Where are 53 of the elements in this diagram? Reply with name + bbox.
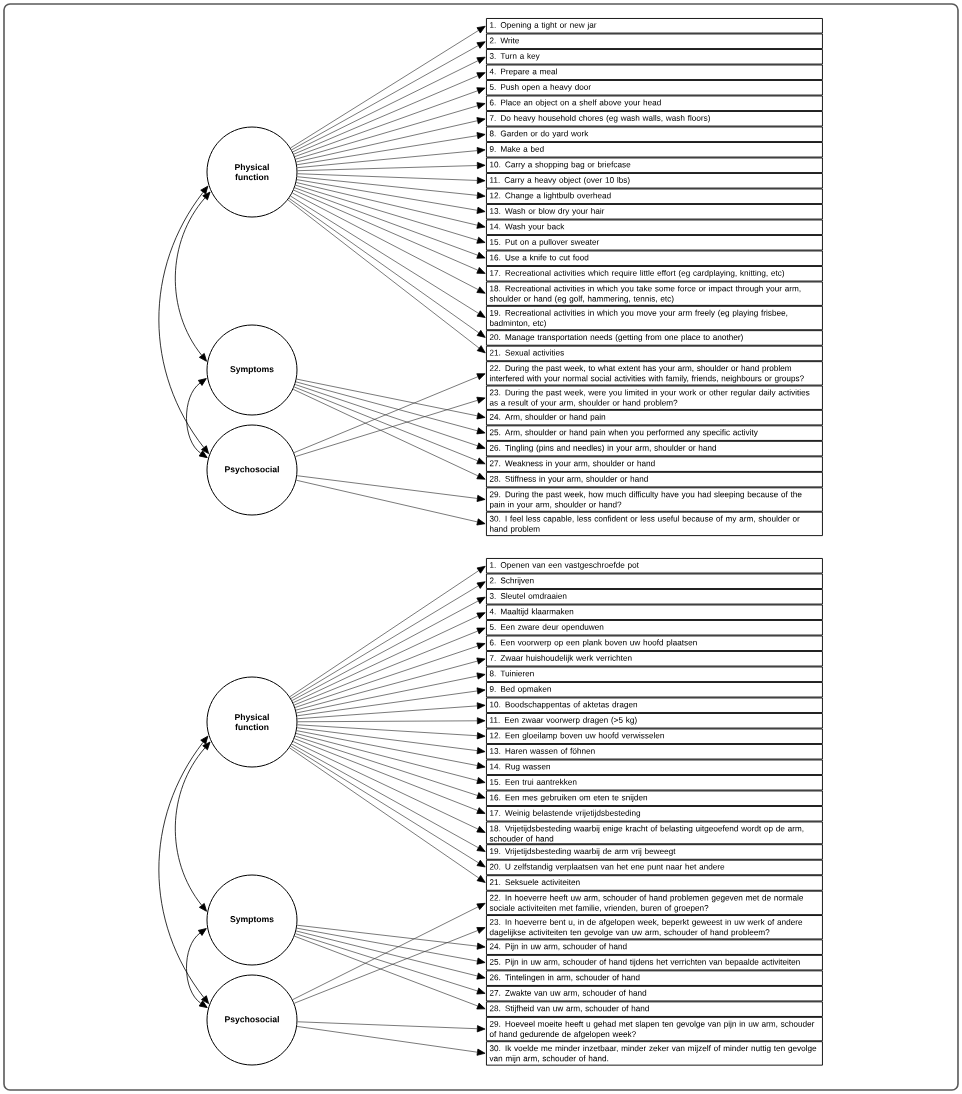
arrow	[297, 1021, 486, 1033]
arrow	[296, 179, 486, 214]
arrow	[293, 386, 486, 465]
arrow	[295, 381, 486, 435]
arrow	[292, 902, 486, 1000]
correlation-arrow	[186, 378, 208, 459]
correlation-arrow	[158, 735, 209, 1004]
arrow	[297, 702, 486, 720]
arrow	[296, 672, 486, 714]
arrow	[296, 147, 486, 169]
arrow	[292, 612, 486, 704]
arrow	[292, 192, 486, 294]
arrow	[292, 741, 486, 833]
arrow	[295, 930, 486, 980]
correlation-arrow	[174, 741, 211, 912]
arrow	[296, 730, 486, 770]
arrow	[295, 182, 486, 229]
arrow	[296, 687, 486, 717]
arrow	[295, 657, 486, 711]
arrow	[296, 475, 486, 502]
correlation-arrow	[174, 191, 211, 362]
arrow	[297, 717, 486, 725]
arrow	[296, 117, 486, 163]
arrow	[292, 388, 486, 480]
arrow	[296, 378, 486, 420]
arrow	[296, 727, 486, 755]
arrow	[297, 724, 486, 740]
arrow	[292, 56, 486, 153]
arrow	[290, 195, 486, 318]
arrow	[296, 176, 486, 199]
arrow	[293, 627, 486, 706]
arrow	[297, 162, 486, 172]
arrow	[294, 384, 486, 450]
arrow	[295, 733, 486, 784]
arrow	[294, 642, 486, 708]
correlation-arrow	[158, 185, 209, 454]
arrow	[296, 927, 486, 965]
arrow	[294, 735, 486, 799]
arrow	[294, 87, 486, 157]
arrow	[295, 396, 486, 457]
arrow	[293, 72, 486, 155]
arrow	[295, 102, 486, 160]
arrow	[295, 184, 486, 244]
arrow	[293, 373, 486, 453]
arrow	[296, 924, 486, 950]
arrow	[294, 738, 486, 814]
arrow	[297, 173, 486, 184]
correlation-arrow	[186, 928, 208, 1008]
arrow	[294, 187, 486, 259]
arrow	[296, 132, 486, 166]
arrow	[295, 479, 486, 526]
arrow	[296, 1026, 486, 1056]
arrow	[293, 189, 486, 274]
